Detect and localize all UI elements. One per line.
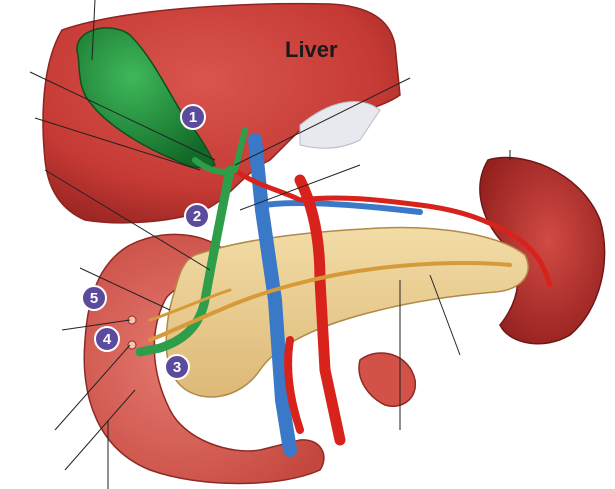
svg-text:1: 1	[189, 109, 197, 126]
portal-vein	[248, 133, 297, 457]
major-papilla	[127, 340, 137, 350]
svg-text:2: 2	[193, 208, 201, 225]
ligament-tissue	[299, 101, 381, 149]
svg-text:3: 3	[173, 359, 181, 376]
gallbladder-shape	[76, 27, 216, 169]
spleen-shape	[479, 156, 606, 345]
splenic-vein	[262, 199, 423, 215]
marker-3: 3	[164, 354, 190, 380]
svg-text:4: 4	[103, 331, 112, 348]
cystic-duct	[192, 157, 228, 175]
accessory-duct	[148, 288, 232, 322]
svg-text:5: 5	[90, 290, 98, 307]
leader-lines	[29, 0, 511, 489]
pancreatic-duct	[148, 261, 512, 342]
hepatic-duct	[232, 127, 248, 173]
hepatic-artery	[232, 167, 303, 203]
marker-2: 2	[184, 203, 210, 229]
marker-4: 4	[94, 326, 120, 352]
liver-label: Liver	[285, 37, 338, 62]
marker-5: 5	[81, 285, 107, 311]
pancreas-shape	[165, 226, 529, 398]
duodenum-tail	[358, 352, 416, 407]
lower-artery-branch	[284, 336, 304, 434]
marker-1: 1	[180, 104, 206, 130]
splenic-artery	[297, 195, 553, 288]
